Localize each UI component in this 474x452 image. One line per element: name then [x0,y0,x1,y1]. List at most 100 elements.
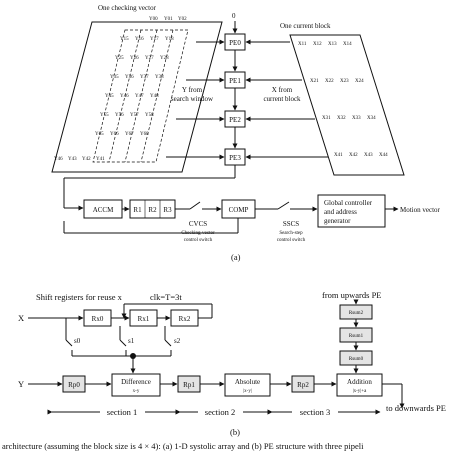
rsum0-register: Rsum0 [339,350,373,366]
global-line-2: and address [324,208,357,216]
clock-label: clk=T=3t [150,292,182,302]
pe0-label: PE0 [229,39,241,47]
rsum2-label: Rsum2 [349,311,364,316]
rsum1-label: Rsum1 [349,334,364,339]
figure-caption: architecture (assuming the block size is… [2,441,364,451]
current-block-label: current block [263,95,301,103]
rx1-register: Rx1 [129,309,158,327]
y-top-0: Y00 [149,17,158,22]
current-pixel-label: X31 [322,116,331,121]
current-pixel-label: X32 [337,116,346,121]
search-pixel-label: Y47 [135,94,144,99]
pe1-label: PE1 [229,77,241,85]
pe3-label: PE3 [229,154,241,162]
search-pixel-label: Y37 [140,75,149,80]
section-1-label: section 1 [107,407,137,417]
difference-block: Difference x-y [111,373,161,397]
search-pixel-label: Y17 [150,37,159,42]
rsum1-register: Rsum1 [339,327,373,343]
x-input-label: X [18,313,24,323]
absolute-label: Absolute [235,378,260,386]
rp1-label: Rp1 [183,381,195,389]
addition-block: Addition |x-y|+a [336,373,383,397]
pe2-node: PE2 [224,110,246,128]
register-r3: R3 [163,206,172,214]
search-pixel-label: Y28 [160,56,169,61]
search-pixel-label: Y35 [110,75,119,80]
current-pixel-label: X33 [352,116,361,121]
global-line-3: generator [324,217,351,225]
switch-s2 [164,339,172,347]
search-pixel-label: Y65 [95,132,104,137]
rp0-register: Rp0 [62,375,86,393]
y-input-label: Y [18,379,24,389]
rsum0-label: Rsum0 [349,357,364,362]
accm-block: ACCM [83,199,123,219]
search-window-parallelogram [51,21,223,173]
current-pixel-label: X13 [328,42,337,47]
current-pixel-label: X22 [325,79,334,84]
current-pixel-label: X42 [349,153,358,158]
sscs-desc-2: control switch [277,238,306,243]
search-pixel-label: Y67 [125,132,134,137]
current-pixel-label: X23 [340,79,349,84]
search-pixel-label: Y36 [125,75,134,80]
sscs-label: SSCS [283,220,299,228]
current-pixel-label: X44 [379,153,388,158]
y-top-2: Y02 [178,17,187,22]
current-pixel-label: X21 [310,79,319,84]
shift-registers-label: Shift registers for reuse x [36,292,123,302]
cvcs-desc-1: Checking-vector [181,231,215,236]
search-pixel-label: Y15 [120,37,129,42]
caption-a: (a) [231,252,241,262]
absolute-formula: |x-y| [243,389,252,394]
search-pixel-label: Y55 [100,113,109,118]
comp-block: COMP [221,199,256,219]
search-pixel-label: Y25 [115,56,124,61]
search-pixel-label: Y38 [155,75,164,80]
addition-formula: |x-y|+a [353,389,367,394]
y-bottom-3: Y41 [96,157,105,162]
difference-label: Difference [121,378,151,386]
register-r2: R2 [148,206,157,214]
s0-label: s0 [74,337,81,345]
input-zero: 0 [232,12,236,20]
s1-label: s1 [128,337,135,345]
motion-vector-label: Motion vector [400,206,441,214]
cvcs-desc-2: control switch [184,238,213,243]
part-b-pe-structure: Shift registers for reuse x clk=T=3t fro… [18,290,446,437]
register-r1: R1 [133,206,142,214]
section-2-label: section 2 [205,407,235,417]
label-current-block: One current block [280,22,331,30]
cvcs-label: CVCS [189,220,207,228]
search-pixel-label: Y66 [110,132,119,137]
global-controller-block: Global controller and address generator [317,194,386,228]
x-from-label: X from [272,86,293,94]
y-from-label: Y from [182,86,203,94]
rx2-register: Rx2 [170,309,199,327]
rx0-register: Rx0 [83,309,112,327]
addition-label: Addition [347,378,372,386]
y-bottom-0: Y46 [54,157,63,162]
pe1-node: PE1 [224,71,246,89]
comp-label: COMP [229,206,249,214]
current-pixel-label: X12 [313,42,322,47]
sscs-switch [277,201,290,210]
switch-s0 [65,339,73,347]
rp2-label: Rp2 [297,381,309,389]
pe3-node: PE3 [224,148,246,166]
current-pixel-label: X24 [355,79,364,84]
accm-label: ACCM [93,206,114,214]
rsum2-register: Rsum2 [339,304,373,320]
s2-label: s2 [174,337,181,345]
search-pixel-label: Y27 [145,56,154,61]
cvcs-switch [189,201,201,210]
caption-b: (b) [230,427,240,437]
search-pixel-label: Y26 [130,56,139,61]
label-checking-vector: One checking vector [98,4,157,12]
global-line-1: Global controller [324,199,373,207]
current-pixel-label: X34 [367,116,376,121]
